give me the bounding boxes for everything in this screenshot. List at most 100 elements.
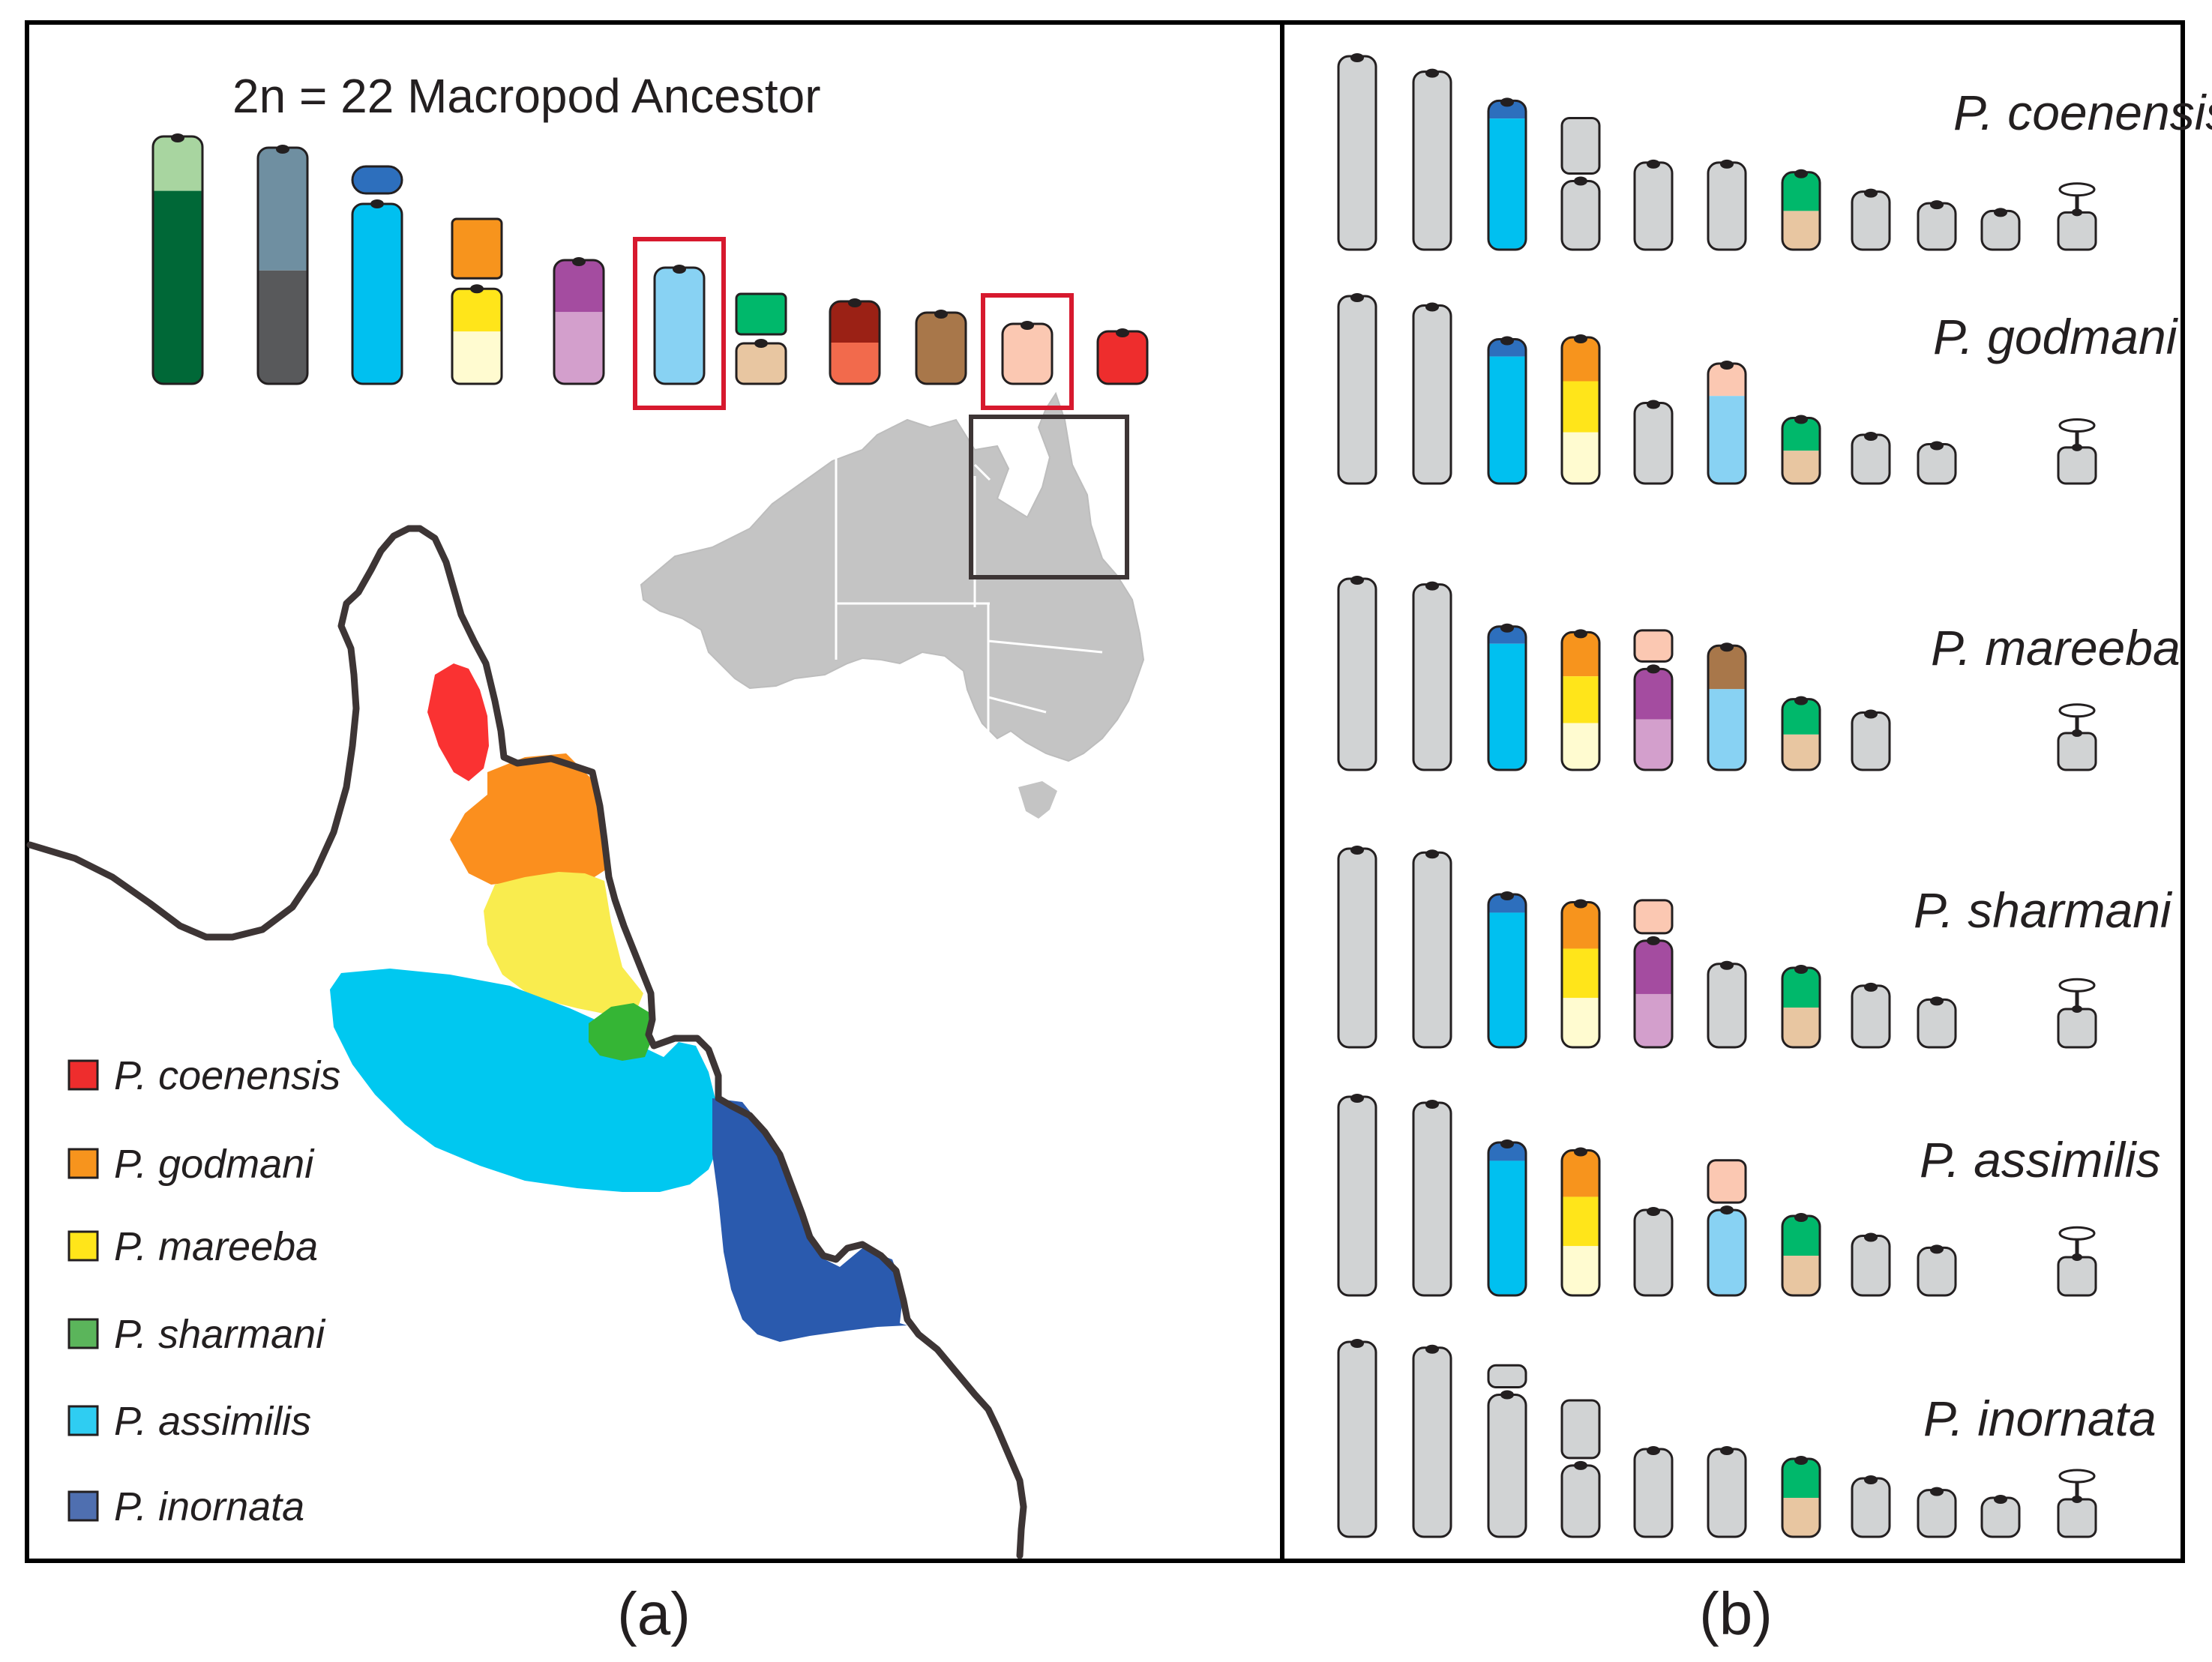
- chromosome: [1337, 1094, 1377, 1297]
- chromosome: [1337, 576, 1377, 771]
- chromosome: [1412, 849, 1452, 1049]
- chromosome: [1851, 709, 1891, 771]
- chromosome: [1851, 432, 1891, 485]
- chromosome: [1337, 53, 1377, 251]
- caption-b: (b): [1699, 1580, 1773, 1647]
- species-row: P. assimilis: [1337, 1094, 2161, 1297]
- ancestor-chromosome: [151, 133, 204, 385]
- chromosome: [1412, 1099, 1452, 1297]
- chromosome: [1560, 629, 1601, 771]
- chromosome: [1851, 982, 1891, 1049]
- species-label: P. coenensis: [1953, 85, 2212, 140]
- legend-swatch: [67, 1059, 99, 1091]
- chromosome: [1487, 336, 1527, 485]
- ancestor-chromosome: [633, 237, 726, 410]
- chromosome: [2057, 182, 2097, 251]
- chromosome: [2057, 418, 2097, 485]
- region-sharmani: [589, 1003, 652, 1061]
- ancestor-chromosome: [915, 310, 967, 385]
- species-regions: [330, 663, 907, 1342]
- chromosome: [1560, 1147, 1601, 1297]
- chromosome: [1412, 1344, 1452, 1538]
- legend-swatch: [67, 1148, 99, 1179]
- chromosome: [1917, 996, 1957, 1049]
- chromosome: [1707, 960, 1747, 1049]
- legend-item: P. inornata: [67, 1484, 304, 1529]
- region-mareeba: [484, 872, 643, 1016]
- legend-item: P. coenensis: [67, 1053, 340, 1098]
- legend-item: P. sharmani: [67, 1312, 326, 1357]
- region-assimilis: [330, 969, 718, 1192]
- chromosome: [1781, 1456, 1821, 1538]
- chromosome: [1487, 891, 1527, 1049]
- chromosome: [1980, 1495, 2021, 1538]
- australia-map: [640, 391, 1145, 819]
- chromosome: [1560, 117, 1601, 251]
- region-inornata: [712, 1098, 907, 1342]
- chromosome: [1633, 1446, 1674, 1538]
- species-row: P. sharmani: [1337, 846, 2173, 1049]
- chromosome: [1707, 642, 1747, 771]
- legend-label: P. godmani: [114, 1142, 315, 1187]
- species-row: P. coenensis: [1337, 53, 2212, 251]
- caption-a: (a): [617, 1580, 691, 1647]
- species-row: P. inornata: [1337, 1339, 2157, 1538]
- legend-swatch: [67, 1405, 99, 1436]
- chromosome: [1337, 846, 1377, 1049]
- legend-label: P. mareeba: [114, 1224, 318, 1269]
- chromosome: [1487, 1364, 1527, 1538]
- chromosome: [1917, 1487, 1957, 1538]
- ancestor-chromosome: [829, 298, 881, 385]
- chromosome: [2057, 1226, 2097, 1297]
- species-label: P. assimilis: [1920, 1132, 2161, 1187]
- species-row: P. mareeba: [1337, 576, 2181, 771]
- species-label: P. godmani: [1933, 309, 2179, 364]
- coastline: [26, 525, 1027, 1559]
- species-label: P. mareeba: [1931, 620, 2181, 675]
- legend-item: P. mareeba: [67, 1224, 318, 1269]
- species-row: P. godmani: [1337, 293, 2179, 485]
- highlight-box: [633, 237, 726, 410]
- chromosome: [1851, 188, 1891, 251]
- legend-item: P. assimilis: [67, 1399, 311, 1444]
- chromosome: [1707, 159, 1747, 251]
- ancestor-karyotype: [151, 133, 1149, 410]
- ancestor-chromosome: [351, 165, 403, 385]
- chromosome: [1487, 623, 1527, 771]
- chromosome: [1412, 68, 1452, 251]
- chromosome: [1633, 400, 1674, 485]
- chromosome: [1487, 1139, 1527, 1297]
- legend-label: P. inornata: [114, 1484, 304, 1529]
- legend-label: P. sharmani: [114, 1312, 326, 1357]
- chromosome: [1781, 965, 1821, 1049]
- species-label: P. sharmani: [1914, 882, 2173, 938]
- species-label: P. inornata: [1923, 1391, 2157, 1446]
- chromosome: [1560, 334, 1601, 485]
- legend-swatch: [67, 1230, 99, 1262]
- chromosome: [2057, 978, 2097, 1049]
- ancestor-title: 2n = 22 Macropod Ancestor: [232, 69, 821, 123]
- chromosome: [2057, 1469, 2097, 1538]
- chromosome: [1707, 1159, 1747, 1297]
- chromosome: [1781, 1213, 1821, 1297]
- chromosome: [2057, 703, 2097, 771]
- chromosome: [1917, 1244, 1957, 1297]
- ancestor-chromosome: [553, 257, 605, 385]
- chromosome: [1412, 581, 1452, 771]
- panel-b-frame: [1280, 20, 2185, 1563]
- chromosome: [1633, 1207, 1674, 1297]
- chromosome: [1337, 293, 1377, 485]
- highlight-box: [981, 293, 1074, 410]
- inset-box: [969, 415, 1129, 579]
- chromosome: [1781, 696, 1821, 771]
- chromosome: [1633, 159, 1674, 251]
- chromosome: [1980, 208, 2021, 251]
- chromosome: [1487, 97, 1527, 251]
- chromosome: [1917, 441, 1957, 485]
- legend-swatch: [67, 1318, 99, 1349]
- species-karyotypes: P. coenensis P. godmani P. mareeba P. sharm…: [1337, 53, 2212, 1538]
- chromosome: [1707, 1446, 1747, 1538]
- chromosome: [1412, 302, 1452, 485]
- legend: P. coenensis P. godmani P. mareeba P. sharm…: [67, 1053, 340, 1529]
